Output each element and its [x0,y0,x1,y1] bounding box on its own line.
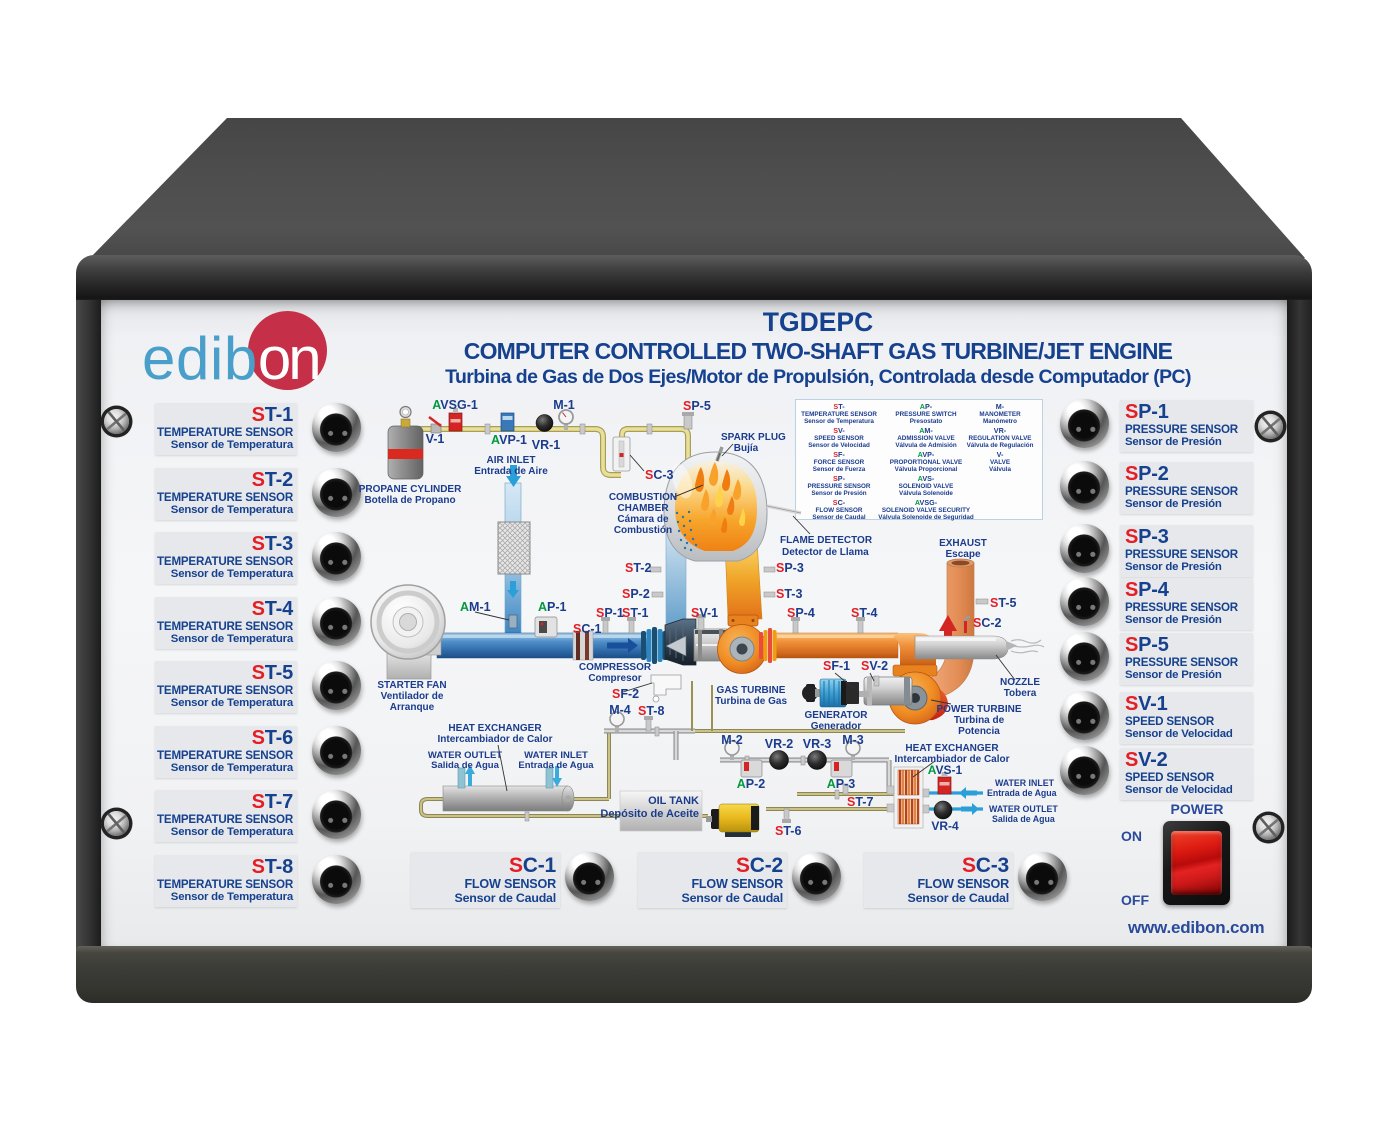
svg-text:ST-8: ST-8 [638,704,664,718]
svg-text:Combustión: Combustión [614,525,672,536]
svg-text:SV-1: SV-1 [691,606,718,620]
svg-text:M-2: M-2 [721,733,743,747]
svg-text:AP-2: AP-2 [737,777,766,791]
svg-text:ST-4: ST-4 [851,606,877,620]
svg-text:COMBUSTION: COMBUSTION [609,492,677,503]
svg-text:M-1: M-1 [553,398,575,412]
svg-text:WATER INLET: WATER INLET [524,750,588,761]
svg-text:Generador: Generador [811,721,862,732]
svg-text:AVS-1: AVS-1 [928,763,963,777]
svg-text:AP-3: AP-3 [827,777,856,791]
svg-text:Salida de Agua: Salida de Agua [431,760,499,771]
svg-text:WATER INLET: WATER INLET [995,778,1055,788]
svg-text:HEAT EXCHANGER: HEAT EXCHANGER [905,743,999,754]
svg-text:WATER OUTLET: WATER OUTLET [428,750,502,761]
svg-text:VR-1: VR-1 [532,438,561,452]
svg-text:SP-5: SP-5 [683,399,711,413]
svg-text:Intercambiador de Calor: Intercambiador de Calor [437,734,552,745]
svg-text:STARTER FAN: STARTER FAN [377,680,446,691]
svg-text:SP-4: SP-4 [787,606,815,620]
svg-text:PROPANE CYLINDER: PROPANE CYLINDER [359,484,462,495]
svg-text:ST-1: ST-1 [622,606,648,620]
svg-text:Entrada de Agua: Entrada de Agua [518,760,594,771]
svg-text:SC-2: SC-2 [973,616,1002,630]
svg-text:M-3: M-3 [842,733,864,747]
svg-text:Entrada de Agua: Entrada de Agua [987,788,1057,798]
svg-text:Escape: Escape [945,549,980,560]
svg-text:Arranque: Arranque [390,702,435,713]
svg-text:SP-3: SP-3 [776,561,804,575]
svg-text:NOZZLE: NOZZLE [1000,677,1040,688]
svg-text:SC-1: SC-1 [573,622,602,636]
svg-text:COMPRESSOR: COMPRESSOR [579,662,652,673]
svg-text:Intercambiador de Calor: Intercambiador de Calor [894,754,1009,765]
svg-text:SP-1: SP-1 [596,606,624,620]
svg-text:GENERATOR: GENERATOR [805,710,869,721]
svg-text:SPARK PLUG: SPARK PLUG [721,432,786,443]
svg-text:Ventilador de: Ventilador de [381,691,444,702]
svg-text:Salida de Agua: Salida de Agua [992,814,1055,824]
svg-text:Turbina de: Turbina de [954,715,1005,726]
svg-text:ST-3: ST-3 [776,587,802,601]
svg-text:SF-2: SF-2 [612,687,639,701]
svg-text:AP-1: AP-1 [538,600,567,614]
svg-text:WATER OUTLET: WATER OUTLET [989,804,1058,814]
svg-text:AM-1: AM-1 [460,600,491,614]
svg-text:AIR INLET: AIR INLET [487,455,536,466]
svg-text:ST-7: ST-7 [847,795,873,809]
svg-text:Botella de Propano: Botella de Propano [364,495,455,506]
svg-text:SV-2: SV-2 [861,659,888,673]
svg-text:FLAME DETECTOR: FLAME DETECTOR [780,535,873,546]
svg-text:Turbina de Gas: Turbina de Gas [715,696,787,707]
svg-text:SF-1: SF-1 [823,659,850,673]
svg-text:V-1: V-1 [426,432,445,446]
svg-text:POWER TURBINE: POWER TURBINE [937,704,1022,715]
svg-text:VR-4: VR-4 [931,819,959,833]
svg-text:Bujía: Bujía [734,443,759,454]
svg-text:CHAMBER: CHAMBER [617,503,669,514]
svg-text:SP-2: SP-2 [622,587,650,601]
svg-text:SC-3: SC-3 [645,468,674,482]
svg-text:Detector de Llama: Detector de Llama [782,547,869,558]
svg-text:VR-3: VR-3 [803,737,832,751]
svg-text:OIL TANK: OIL TANK [648,795,699,807]
svg-text:Potencia: Potencia [958,726,1000,737]
svg-text:EXHAUST: EXHAUST [939,538,987,549]
svg-text:Tobera: Tobera [1004,688,1037,699]
svg-text:M-4: M-4 [609,703,631,717]
svg-text:VR-2: VR-2 [765,737,794,751]
svg-text:Cámara de: Cámara de [617,514,669,525]
svg-text:AVP-1: AVP-1 [491,433,527,447]
svg-text:Compresor: Compresor [588,673,641,684]
svg-text:ST-5: ST-5 [990,596,1016,610]
svg-text:Depósito de Aceite: Depósito de Aceite [600,808,699,820]
svg-text:Entrada de Aire: Entrada de Aire [474,466,548,477]
svg-text:AVSG-1: AVSG-1 [432,398,478,412]
svg-text:ST-6: ST-6 [775,824,801,838]
svg-text:HEAT EXCHANGER: HEAT EXCHANGER [448,723,542,734]
svg-text:ST-2: ST-2 [625,561,651,575]
svg-text:GAS TURBINE: GAS TURBINE [717,685,786,696]
